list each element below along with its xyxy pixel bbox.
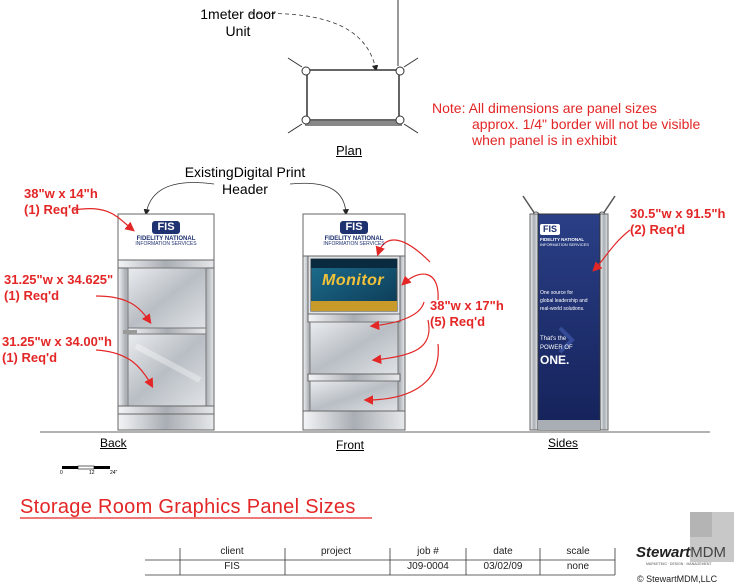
tb-value-client: FIS	[224, 561, 240, 572]
fis-logo-badge: FIS	[340, 221, 368, 234]
brand-sub: MARKETING · DESIGN · MANAGEMENT	[646, 562, 712, 566]
door-unit-label: 1meter door Unit	[190, 6, 286, 40]
sheet-title: Storage Room Graphics Panel Sizes	[20, 496, 356, 518]
tb-header-client: client	[220, 546, 244, 557]
side-logo-division: INFORMATION SERVICES	[540, 241, 589, 247]
back-upper-dim: 31.25"w x 34.625"	[4, 272, 114, 287]
callout-back-upper: 31.25"w x 34.625" (1) Req'd	[4, 272, 113, 304]
side-tagline: One source for global leadership and rea…	[540, 289, 598, 313]
brand-logo: StewartMDM	[636, 544, 726, 561]
tb-value-date: 03/02/09	[483, 561, 523, 572]
back-lower-dim: 31.25"w x 34.00"h	[2, 334, 112, 349]
side-logo-company: FIDELITY NATIONAL	[540, 237, 585, 242]
front-screen-headline: Monitor	[322, 272, 385, 289]
callout-sides: 30.5"w x 91.5"h (2) Req'd	[630, 206, 725, 238]
front-fis-logo: FIS FIDELITY NATIONAL INFORMATION SERVIC…	[305, 218, 403, 247]
tb-header-scale: scale	[566, 546, 590, 557]
back-upper-req: (1) Req'd	[4, 288, 60, 303]
side-power-3: ONE.	[540, 352, 570, 367]
sides-req: (2) Req'd	[630, 222, 686, 237]
note-block: Note: All dimensions are panel sizes app…	[432, 100, 700, 148]
side-banner: FIS FIDELITY NATIONAL INFORMATION SERVIC…	[540, 220, 598, 367]
scale-tick-0: 0	[60, 470, 63, 476]
brand-stewart: Stewart	[636, 544, 691, 561]
note-line3: when panel is in exhibit	[472, 132, 617, 148]
logo-division: INFORMATION SERVICES	[135, 241, 197, 247]
tb-header-project: project	[320, 546, 351, 557]
view-label-front: Front	[336, 438, 365, 452]
existing-header-label: ExistingDigital Print Header	[178, 164, 312, 198]
back-unit	[117, 213, 215, 431]
logo-company: FIDELITY NATIONAL	[136, 236, 196, 242]
note-line1: Note: All dimensions are panel sizes	[432, 100, 657, 116]
side-tagline-2: global leadership and	[540, 297, 588, 304]
fis-logo-badge: FIS	[152, 221, 180, 234]
front-req: (5) Req'd	[430, 314, 486, 329]
callout-back-lower: 31.25"w x 34.00"h (1) Req'd	[2, 334, 112, 366]
view-label-sides: Sides	[548, 436, 579, 450]
side-tagline-1: One source for	[540, 289, 574, 296]
side-fis-badge: FIS	[540, 224, 561, 235]
title-block-lines	[145, 548, 616, 576]
brand-copyright: © StewartMDM,LLC	[637, 574, 718, 584]
plan-view	[249, 0, 419, 134]
sides-dim: 30.5"w x 91.5"h	[630, 206, 726, 221]
side-tagline-3: real-world solutions.	[540, 305, 585, 312]
scale-tick-24: 24"	[110, 470, 118, 476]
tb-value-job: J09-0004	[407, 561, 449, 572]
side-power-2: POWER OF	[540, 344, 573, 351]
brand-mdm: MDM	[690, 544, 727, 561]
back-lower-req: (1) Req'd	[2, 350, 58, 365]
callout-arrows	[73, 208, 631, 405]
existing-header-line2: Header	[222, 181, 268, 197]
tb-header-job: job #	[417, 546, 439, 557]
tb-value-scale: none	[566, 561, 590, 572]
existing-header-line1: ExistingDigital Print	[184, 164, 306, 180]
door-unit-line1: 1meter door	[200, 6, 276, 22]
logo-division: INFORMATION SERVICES	[323, 241, 385, 247]
back-header-dim: 38"w x 14"h	[24, 186, 98, 201]
callout-back-header: 38"w x 14"h (1) Req'd	[24, 186, 98, 218]
sides-unit	[522, 195, 616, 431]
logo-company: FIDELITY NATIONAL	[324, 236, 384, 242]
back-fis-logo: FIS FIDELITY NATIONAL INFORMATION SERVIC…	[120, 218, 212, 247]
back-header-req: (1) Req'd	[24, 202, 80, 217]
scale-tick-12: 12	[89, 470, 95, 476]
front-unit	[302, 213, 406, 431]
scale-bar-graphic	[62, 465, 110, 470]
side-power-1: That's the	[540, 335, 567, 342]
plan-label: Plan	[336, 143, 363, 158]
front-dim: 38"w x 17"h	[430, 298, 504, 313]
tb-header-date: date	[493, 546, 513, 557]
side-power: That's the POWER OF ONE.	[540, 335, 598, 367]
view-label-back: Back	[100, 436, 127, 450]
callout-front: 38"w x 17"h (5) Req'd	[430, 298, 504, 330]
door-unit-line2: Unit	[225, 23, 251, 39]
note-line2: approx. 1/4" border will not be visible	[472, 116, 701, 132]
